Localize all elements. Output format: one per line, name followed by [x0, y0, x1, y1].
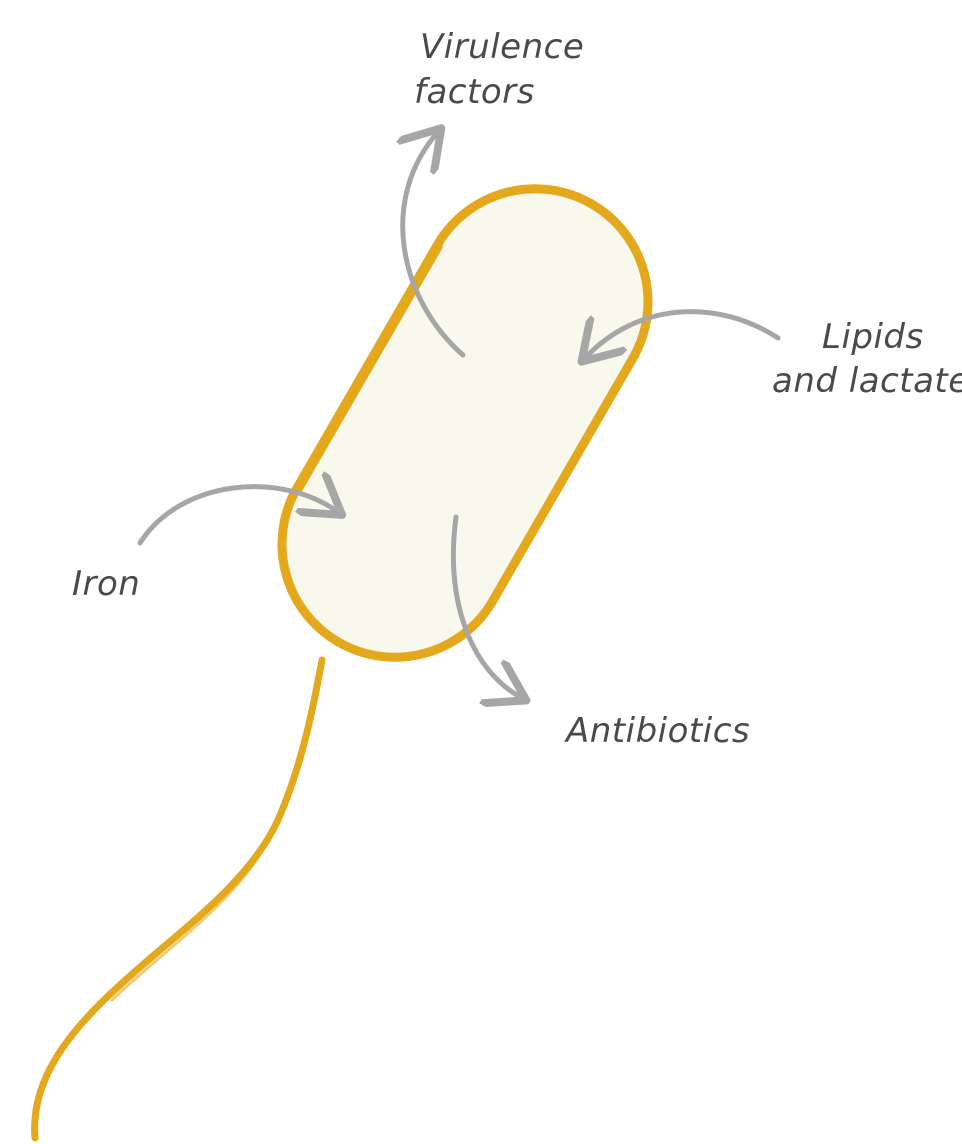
lipids-label-line1: Lipids [822, 317, 924, 357]
cell-membrane [241, 147, 690, 698]
flagellum [35, 660, 322, 1138]
flagellum-highlight [112, 680, 318, 1000]
lipids-label-line2: and lactate [772, 361, 962, 401]
iron-label: Iron [72, 564, 140, 604]
cell-body [241, 147, 690, 698]
virulence-factors-label-line2: factors [414, 72, 535, 112]
virulence-factors-label-line1: Virulence [420, 27, 584, 67]
antibiotics-label: Antibiotics [564, 711, 750, 751]
